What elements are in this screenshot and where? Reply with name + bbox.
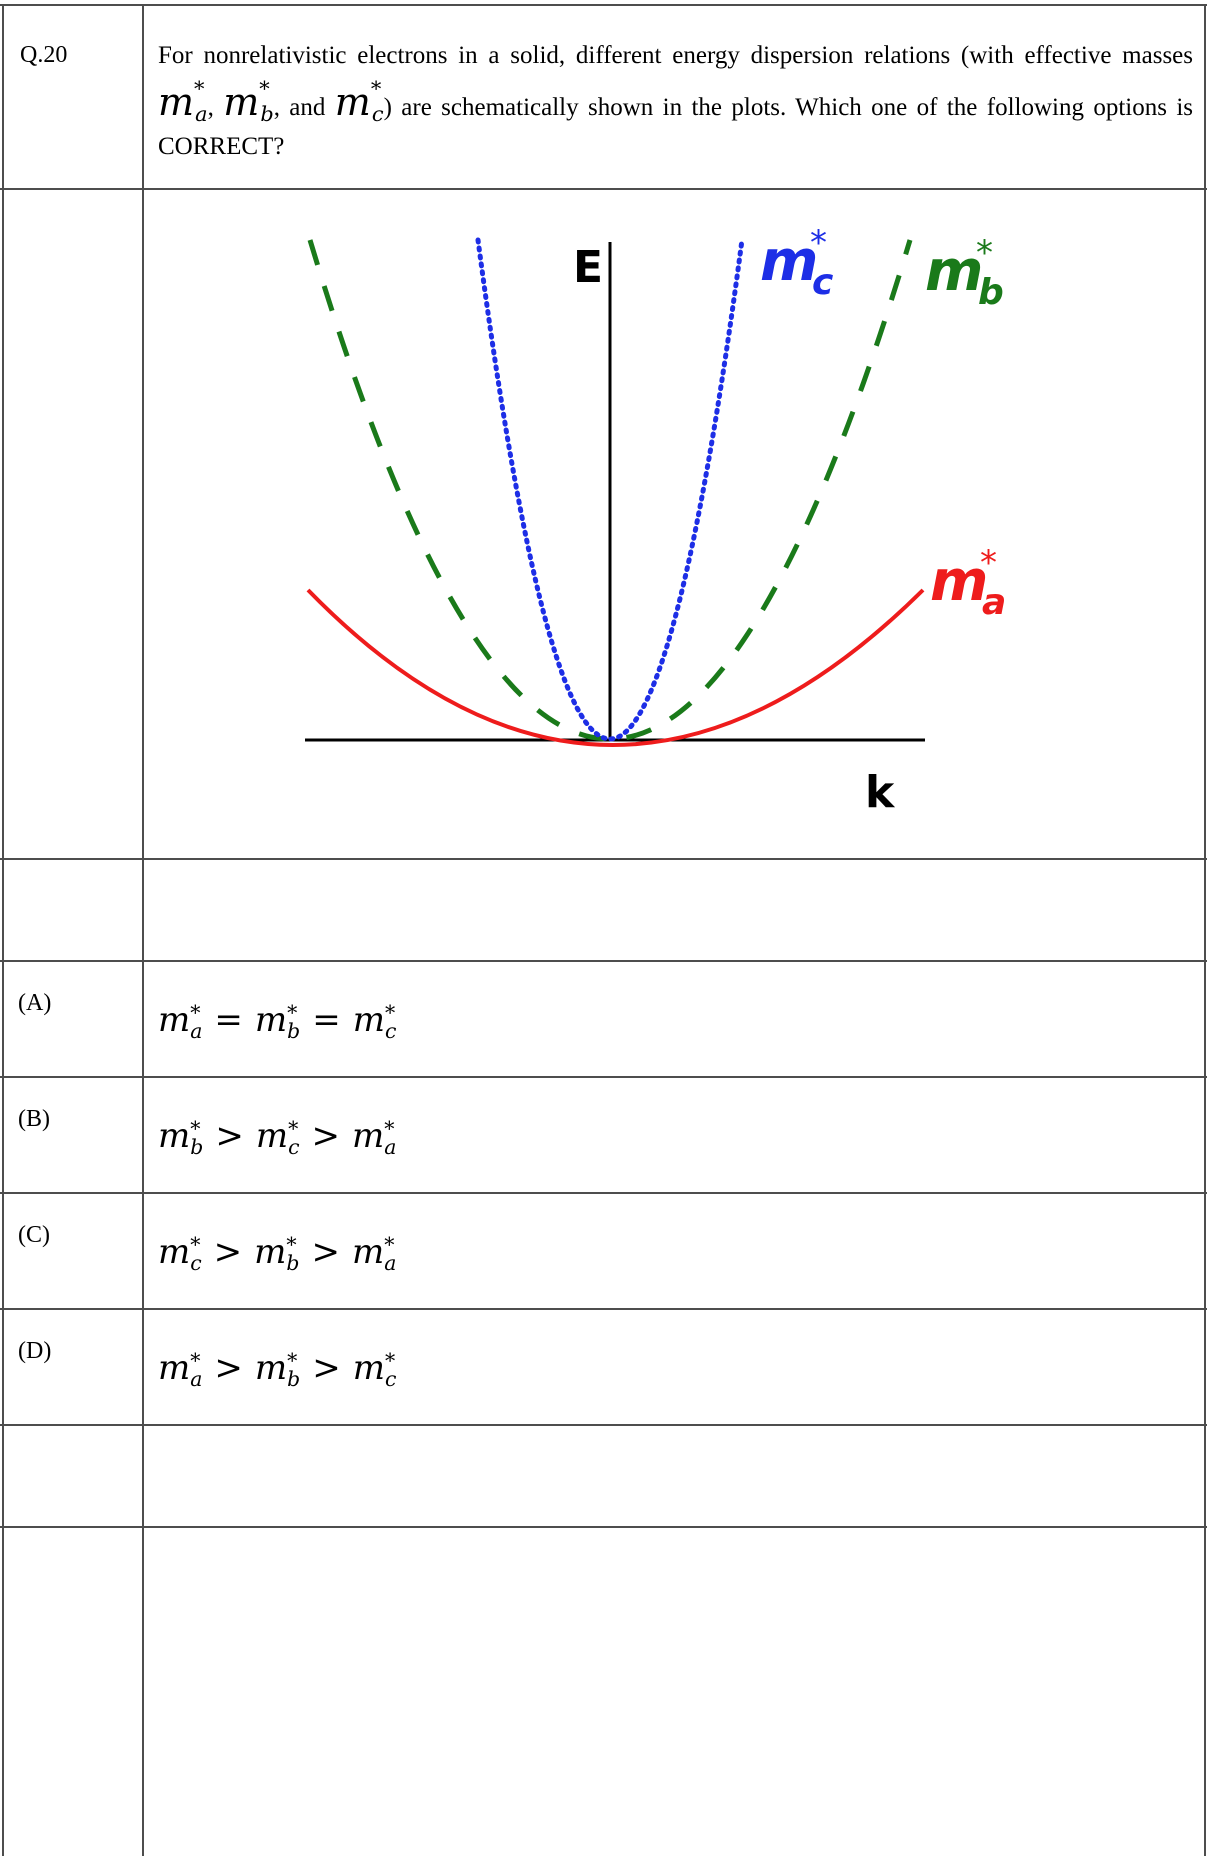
option-label: (C) — [18, 1222, 50, 1248]
option-label: (D) — [18, 1338, 52, 1364]
mass-term: m*c — [158, 1232, 202, 1275]
wavevector-axis-label: k — [865, 767, 896, 818]
svg-text:m: m — [760, 229, 818, 294]
mass-term: m*a — [158, 1000, 203, 1043]
table-divider — [0, 960, 1207, 962]
relation-operator: > — [215, 1116, 244, 1156]
svg-text:m: m — [930, 549, 988, 614]
table-divider — [0, 1424, 1207, 1426]
svg-text:c: c — [812, 262, 833, 303]
energy-axis-label: E — [573, 242, 603, 293]
option-expression: m*c > m*b > m*a — [158, 1232, 397, 1275]
table-border-top — [0, 4, 1207, 6]
relation-operator: > — [312, 1348, 341, 1388]
svg-text:*: * — [980, 543, 997, 583]
mass-b-symbol: m*b — [223, 77, 274, 127]
label-mass-c: m * c — [760, 223, 833, 303]
mass-term: m*a — [351, 1232, 397, 1275]
mass-term: m*b — [158, 1116, 204, 1159]
svg-text:a: a — [982, 582, 1006, 623]
curve-mass-a — [306, 588, 925, 747]
question-text: For nonrelativistic electrons in a solid… — [158, 42, 1193, 161]
table-divider — [0, 858, 1207, 860]
label-mass-b: m * b — [925, 233, 1004, 313]
mass-c-symbol: m*c — [334, 77, 384, 127]
mass-term: m*c — [255, 1116, 300, 1159]
option-label: (A) — [18, 990, 52, 1016]
table-divider — [0, 1526, 1207, 1528]
option-expression: m*b > m*c > m*a — [158, 1116, 397, 1159]
mass-term: m*a — [351, 1116, 397, 1159]
relation-operator: > — [213, 1232, 243, 1272]
svg-text:*: * — [976, 233, 993, 273]
label-mass-a: m * a — [930, 543, 1006, 623]
table-border-left — [2, 4, 4, 1856]
svg-text:b: b — [978, 272, 1004, 313]
table-divider — [0, 1076, 1207, 1078]
option-expression: m*a = m*b = m*c — [158, 1000, 397, 1043]
table-divider — [0, 188, 1207, 190]
mass-a-symbol: m*a — [158, 77, 208, 127]
table-divider — [0, 1308, 1207, 1310]
relation-operator: > — [214, 1348, 243, 1388]
svg-text:m: m — [925, 239, 983, 304]
mass-term: m*c — [352, 1348, 397, 1391]
relation-operator: = — [214, 1000, 243, 1040]
relation-operator: > — [311, 1116, 340, 1156]
mass-term: m*b — [254, 1000, 301, 1043]
dispersion-figure: E k m * c m * b m * a — [305, 223, 1006, 818]
svg-text:*: * — [810, 223, 827, 263]
curve-mass-c — [475, 237, 745, 742]
relation-operator: = — [312, 1000, 341, 1040]
relation-operator: > — [311, 1232, 340, 1272]
mass-term: m*b — [254, 1232, 300, 1275]
question-number: Q.20 — [20, 42, 68, 68]
option-expression: m*a > m*b > m*c — [158, 1348, 397, 1391]
option-label: (B) — [18, 1106, 50, 1132]
mass-term: m*c — [352, 1000, 397, 1043]
table-border-right — [1204, 4, 1206, 1856]
table-column-divider — [142, 4, 144, 1856]
mass-term: m*a — [158, 1348, 203, 1391]
mass-term: m*b — [254, 1348, 301, 1391]
table-divider — [0, 1192, 1207, 1194]
